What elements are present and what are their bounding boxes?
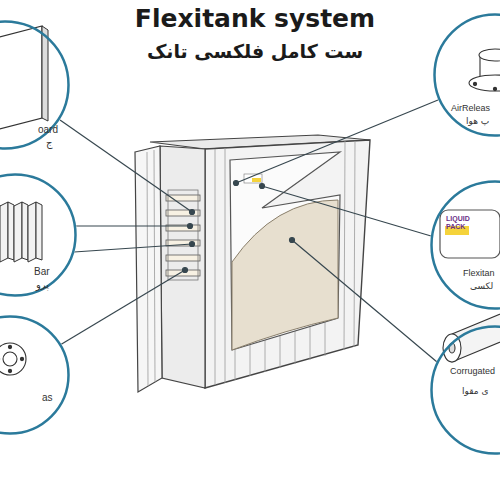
callout-circle: LIQUID PACK Flexitan لکسی	[430, 180, 500, 310]
container-end	[160, 146, 205, 388]
circle-border	[432, 327, 500, 454]
bulkhead-bars	[166, 195, 200, 276]
part-name-persian: پ هوا	[466, 116, 489, 126]
subtitle-label: ست کامل فلکسی تانک	[0, 40, 500, 62]
bulkhead-board	[168, 190, 198, 280]
container-door	[135, 146, 162, 392]
circle-border	[435, 15, 500, 136]
part-name-persian: پرو	[36, 279, 49, 291]
logo-tag-mark	[252, 178, 261, 182]
circle-border	[0, 317, 69, 434]
part-name-persian: لکسی	[470, 281, 493, 291]
callout-fills	[0, 13, 500, 455]
leader-lines	[60, 100, 438, 362]
part-name: as	[42, 392, 53, 404]
bag-icon	[440, 210, 500, 258]
circle-outline	[0, 20, 70, 150]
callout-circle: Barپرو	[0, 173, 77, 297]
bar-icon	[0, 202, 42, 262]
part-name-persian: ی مقوا	[462, 386, 488, 396]
part-name: Corrugated	[450, 366, 495, 376]
callout-circle: as	[0, 315, 70, 435]
callout-circle: oardج	[0, 20, 70, 150]
callout-circle: Corrugated ی مقوا	[430, 325, 500, 455]
callout-circle: AirReleas پ هوا	[433, 13, 500, 137]
valve-icon	[0, 343, 26, 375]
container-side	[205, 140, 370, 388]
roll-icon	[443, 312, 500, 362]
part-name: LIQUID PACK	[446, 215, 472, 231]
air-valve-icon	[469, 49, 500, 91]
circle-border	[0, 175, 76, 296]
part-name: oard	[38, 124, 58, 136]
circle-outline	[0, 173, 77, 297]
board-icon	[0, 26, 48, 134]
cutaway-window	[230, 152, 340, 350]
circle-outline	[0, 315, 70, 435]
flexitank-bag	[232, 200, 338, 350]
part-name: Bar	[34, 266, 50, 278]
diagram-title: Flexitank system	[0, 4, 500, 33]
corrugation-lines	[215, 141, 355, 385]
circle-border	[0, 22, 69, 149]
part-name: AirReleas	[451, 103, 490, 113]
part-name: Flexitan	[463, 268, 495, 278]
part-name-persian: ج	[46, 137, 52, 149]
circle-border	[432, 182, 500, 309]
